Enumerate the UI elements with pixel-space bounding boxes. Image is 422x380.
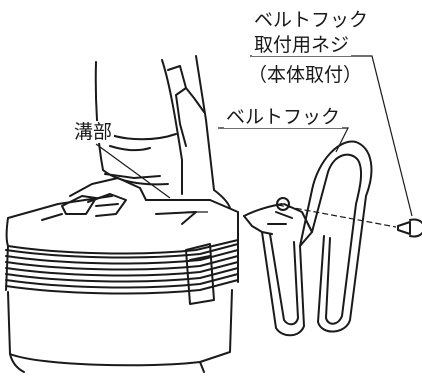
belt-hook-icon [243,140,373,337]
alignment-dash-line [277,204,397,228]
battery-band-icon [5,239,239,295]
belt-hook-screw-label-line2: 取付用ネジ [252,34,352,56]
tool-body-icon [94,55,231,209]
groove-label: 溝部 [72,121,115,143]
battery-top-icon [5,195,239,255]
belt-hook-screw-label-line3: （本体取付） [246,64,365,86]
belt-hook-screw-label-line1: ベルトフック [252,9,371,31]
screw-icon [397,218,422,238]
leader-lines [95,55,413,217]
battery-pack-icon [7,243,233,373]
belt-hook-label: ベルトフック [224,106,343,128]
